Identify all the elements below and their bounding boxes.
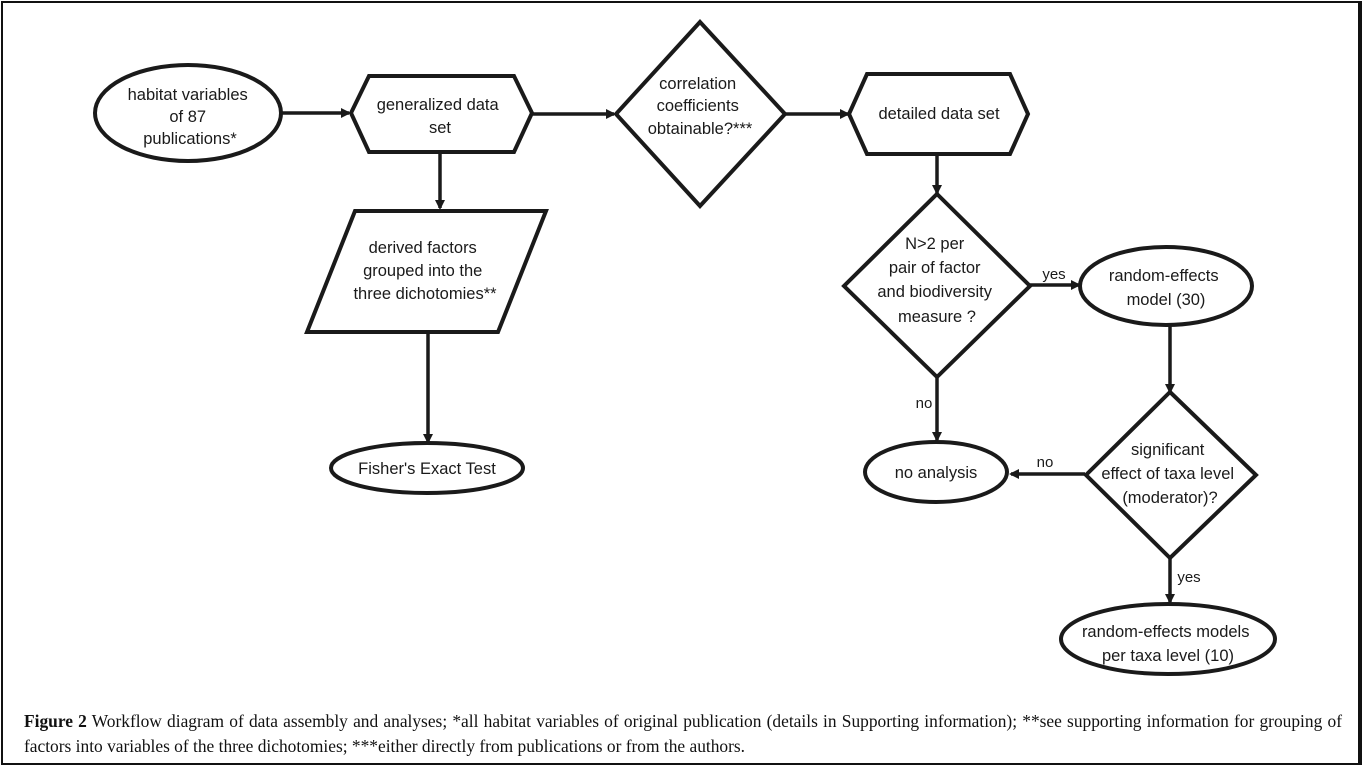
workflow-diagram: habitat variables of 87 publications* ge… bbox=[93, 19, 1277, 676]
random-effects-models-taxa-ellipse bbox=[1059, 602, 1277, 676]
edge-label-significant-no: no bbox=[1037, 454, 1054, 471]
caption-text: Workflow diagram of data assembly and an… bbox=[24, 711, 1342, 756]
edge-label-n-no: no bbox=[916, 395, 933, 412]
fishers-exact-test-text: Fisher's Exact Test bbox=[358, 460, 496, 478]
n-question-diamond bbox=[841, 191, 1033, 380]
significant-question-diamond bbox=[1083, 389, 1259, 561]
habitat-variables-text: habitat variables of 87 publications* bbox=[128, 86, 253, 148]
derived-factors-text: derived factors grouped into the three d… bbox=[353, 239, 497, 303]
detailed-data-set-text: detailed data set bbox=[878, 105, 1000, 123]
generalized-data-set-text: generalized data set bbox=[377, 96, 504, 137]
no-analysis-ellipse bbox=[863, 440, 1009, 504]
random-effects-models-taxa-text: random-effects models per taxa level (10… bbox=[1082, 623, 1254, 665]
random-effects-model-text: random-effects model (30) bbox=[1109, 267, 1223, 309]
figure-label: Figure 2 bbox=[24, 711, 87, 731]
figure-caption: Figure 2 Workflow diagram of data assemb… bbox=[24, 709, 1342, 759]
generalized-data-set-hexagon bbox=[348, 74, 535, 154]
correlation-question-diamond bbox=[613, 19, 788, 209]
fishers-exact-test-ellipse bbox=[329, 441, 525, 495]
edges bbox=[282, 108, 1175, 604]
edge-label-n-yes: yes bbox=[1042, 266, 1065, 283]
habitat-variables-ellipse bbox=[93, 63, 283, 163]
derived-factors-parallelogram bbox=[304, 209, 549, 334]
edge-label-significant-yes: yes bbox=[1177, 569, 1200, 586]
n-question-text: N>2 per pair of factor and biodiversity … bbox=[877, 235, 996, 326]
correlation-question-text: correlation coefficients obtainable?*** bbox=[648, 75, 753, 138]
shapes bbox=[93, 19, 1277, 676]
significant-question-text: significant effect of taxa level (modera… bbox=[1101, 441, 1238, 507]
random-effects-model-ellipse bbox=[1078, 245, 1254, 327]
no-analysis-text: no analysis bbox=[895, 464, 978, 482]
detailed-data-set-hexagon bbox=[846, 72, 1031, 156]
